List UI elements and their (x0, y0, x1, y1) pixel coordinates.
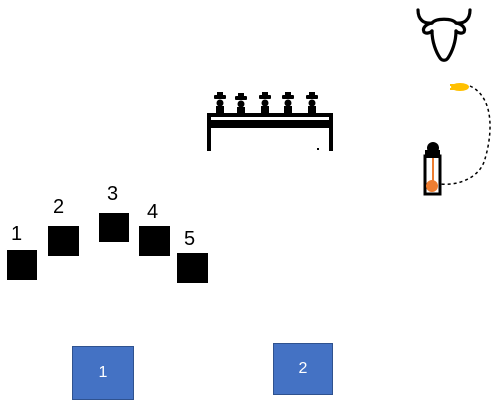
figure-4 (282, 92, 294, 114)
position-label-4: 4 (147, 201, 159, 223)
figure-5 (306, 92, 318, 114)
judges-table-icon (207, 92, 333, 151)
lamp-device-icon (423, 83, 491, 196)
position-label-5: 5 (184, 228, 196, 250)
position-square-1[interactable] (7, 250, 37, 280)
button-2[interactable]: 2 (273, 343, 333, 395)
position-label-3: 3 (107, 183, 119, 205)
button-1-label: 1 (98, 364, 108, 381)
position-label-1: 1 (11, 223, 23, 245)
figure-2 (235, 93, 247, 115)
button-2-label: 2 (298, 360, 308, 377)
figure-1 (214, 92, 226, 114)
position-square-3[interactable] (99, 213, 129, 242)
position-label-2: 2 (53, 196, 65, 218)
position-square-5[interactable] (177, 253, 208, 283)
button-1[interactable]: 1 (72, 346, 134, 400)
figure-3 (259, 92, 271, 114)
yellow-plug-icon (450, 83, 469, 91)
position-square-2[interactable] (48, 226, 79, 256)
position-square-4[interactable] (139, 226, 170, 256)
bull-head-icon (416, 8, 472, 62)
